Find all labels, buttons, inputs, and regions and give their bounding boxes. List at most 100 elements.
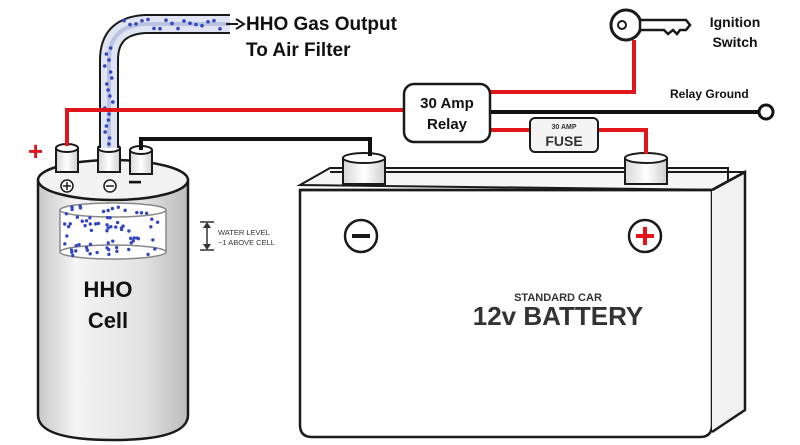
bubble <box>69 248 74 252</box>
bubble <box>146 252 150 257</box>
bubble <box>62 222 67 226</box>
bubble <box>108 46 113 50</box>
bubble <box>119 227 124 232</box>
bubble <box>102 64 107 68</box>
bubble <box>89 228 94 233</box>
bubble <box>107 252 111 257</box>
bubble <box>63 242 67 246</box>
bubble <box>104 124 109 128</box>
bubble <box>116 205 121 209</box>
ground-ring-terminal-icon <box>757 103 775 121</box>
bubble <box>170 21 174 26</box>
black-wires <box>139 103 775 156</box>
bubble <box>68 222 72 226</box>
bubble <box>75 215 80 219</box>
bubble <box>77 242 81 247</box>
bubble <box>152 26 156 31</box>
bubble <box>114 245 119 250</box>
bubble <box>132 236 136 240</box>
bubble <box>194 22 198 27</box>
bubble <box>150 217 154 221</box>
bubble <box>110 100 115 104</box>
bubble <box>200 23 204 28</box>
bubble <box>115 249 119 254</box>
wire-fuse-to-battery-positive <box>598 128 648 154</box>
bubble <box>105 82 109 86</box>
ignition-label-line2: Switch <box>712 34 757 50</box>
fuse-label: FUSE <box>545 133 582 149</box>
bubble <box>164 18 168 23</box>
battery: STANDARD CAR 12v BATTERY <box>296 152 747 439</box>
red-wires <box>65 40 648 154</box>
bubble <box>111 239 115 243</box>
bubble <box>80 219 84 223</box>
bubble <box>122 18 126 23</box>
bubble <box>104 52 109 56</box>
bubble <box>105 215 110 220</box>
cell-label-line1: HHO <box>84 277 133 302</box>
gas-output-title-line2: To Air Filter <box>246 40 351 61</box>
relay-label-line1: 30 Amp <box>420 95 474 112</box>
battery-body <box>298 188 714 439</box>
bubble <box>74 243 78 248</box>
bubble <box>96 221 101 226</box>
battery-negative-post <box>342 152 386 185</box>
bubble <box>109 225 113 229</box>
bubble <box>218 27 222 31</box>
bubble <box>105 229 109 233</box>
bubble <box>107 247 111 252</box>
gas-output-hose <box>99 14 246 148</box>
bubble <box>206 20 210 24</box>
bubble <box>108 70 113 74</box>
relay: 30 Amp Relay <box>402 82 492 144</box>
bubble <box>182 19 186 23</box>
cell-label-line2: Cell <box>88 308 128 333</box>
bubble <box>114 225 118 229</box>
battery-label: 12v BATTERY <box>473 301 644 331</box>
bubble <box>106 208 110 213</box>
relay-ground-label: Relay Ground <box>670 87 749 101</box>
bubble <box>65 234 69 238</box>
bubble <box>188 21 192 25</box>
bubble <box>64 212 69 216</box>
bubble <box>176 26 180 31</box>
gas-output-title-line1: HHO Gas Output <box>246 14 398 35</box>
bubble <box>108 94 112 98</box>
wire-cell-negative-to-battery <box>139 137 372 156</box>
bubble <box>108 216 112 220</box>
bubble <box>107 136 112 140</box>
bubble <box>135 210 139 215</box>
wire-cell-positive-to-relay <box>65 108 404 146</box>
cell-positive-post <box>55 143 79 193</box>
bubble <box>88 242 93 247</box>
ignition-key-icon <box>609 8 692 42</box>
bubble <box>127 229 131 233</box>
relay-label-line2: Relay <box>427 116 468 133</box>
water-level-line1: WATER LEVEL <box>218 228 270 237</box>
bubble <box>88 222 92 226</box>
bubble <box>107 58 111 62</box>
bubble <box>123 208 127 213</box>
wire-relay-to-ignition <box>490 40 636 94</box>
bubble <box>134 22 138 26</box>
bubble <box>140 18 144 23</box>
water-level-line2: ~1 ABOVE CELL <box>218 238 275 247</box>
bubble <box>155 220 160 224</box>
bubble <box>88 252 92 256</box>
bubble <box>101 209 106 214</box>
bubble <box>115 220 120 225</box>
fuse: 30 AMP FUSE <box>529 117 599 153</box>
bubble <box>107 142 111 146</box>
bubble <box>88 216 92 220</box>
bubble <box>74 249 78 253</box>
negative-sign: − <box>128 169 142 196</box>
positive-sign: + <box>28 136 43 166</box>
bubble <box>84 219 89 223</box>
battery-positive-post <box>624 152 668 185</box>
bubble <box>107 112 111 116</box>
bubble <box>95 250 99 255</box>
bubble <box>131 239 135 243</box>
bubble <box>146 17 150 22</box>
bubble <box>71 253 75 258</box>
